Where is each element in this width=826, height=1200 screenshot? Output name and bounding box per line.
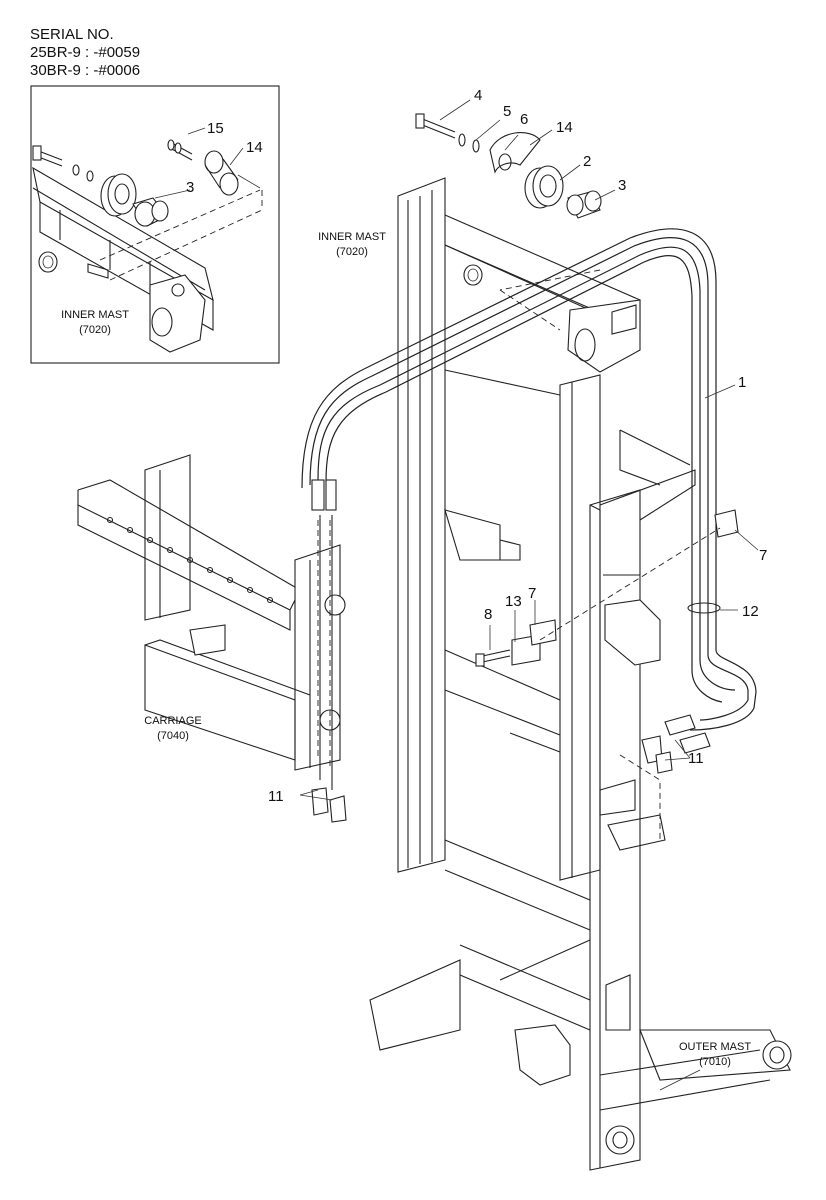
inset-frame — [30, 85, 280, 364]
serial-title: SERIAL NO. — [30, 26, 114, 43]
label-inner-mast-code: (7020) — [336, 246, 368, 258]
serial-line-30br: 30BR-9 : -#0006 — [30, 62, 141, 79]
label-carriage: CARRIAGE — [144, 715, 201, 727]
carriage — [77, 454, 346, 771]
label-inner-mast: INNER MAST — [318, 231, 386, 243]
callout-6: 6 — [520, 111, 528, 128]
callout-3: 3 — [618, 177, 626, 194]
part-names: INNER MAST (7020) INNER MAST (7020) CARR… — [61, 231, 751, 1068]
callout-7-right: 7 — [759, 547, 767, 564]
inset-detail — [30, 85, 280, 364]
callout-11-left: 11 — [268, 788, 284, 805]
serial-number-block: SERIAL NO. 25BR-9 : -#0059 30BR-9 : -#00… — [30, 26, 140, 80]
callout-12: 12 — [742, 603, 759, 620]
label-outer-mast-code: (7010) — [699, 1056, 731, 1068]
label-carriage-code: (7040) — [157, 730, 189, 742]
callout-1: 1 — [738, 374, 746, 391]
hose-assembly — [301, 228, 757, 840]
callout-15: 15 — [207, 120, 224, 137]
outer-mast — [369, 429, 792, 1171]
callout-4: 4 — [474, 87, 482, 104]
callout-numbers: 15 14 3 4 5 6 14 2 3 1 7 12 7 13 8 11 11 — [186, 87, 767, 805]
callout-7-center: 7 — [528, 585, 536, 602]
callout-5: 5 — [503, 103, 511, 120]
callout-13: 13 — [505, 593, 522, 610]
callout-8: 8 — [484, 606, 492, 623]
label-inner-mast-inset-code: (7020) — [79, 324, 111, 336]
leader-lines — [299, 384, 759, 1091]
label-inner-mast-inset: INNER MAST — [61, 309, 129, 321]
callout-2: 2 — [583, 153, 591, 170]
callout-3-inset: 3 — [186, 179, 194, 196]
exploded-parts — [415, 99, 616, 219]
callout-11-right: 11 — [688, 750, 704, 767]
label-outer-mast: OUTER MAST — [679, 1041, 751, 1053]
serial-line-25br: 25BR-9 : -#0059 — [30, 44, 141, 61]
callout-14-inset: 14 — [246, 139, 263, 156]
inner-mast — [397, 177, 641, 881]
callout-14: 14 — [556, 119, 573, 136]
